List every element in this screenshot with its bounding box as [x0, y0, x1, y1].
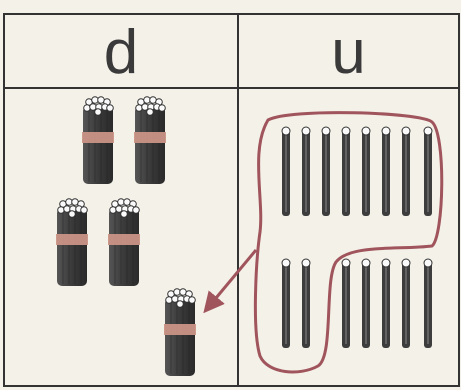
regroup-arrow [206, 250, 256, 310]
ten-stick-bundle [56, 199, 88, 286]
tens-column-header: d [4, 22, 238, 84]
unit-stick [382, 259, 390, 348]
unit-stick [362, 259, 370, 348]
unit-stick [302, 259, 310, 348]
unit-stick [402, 127, 410, 216]
unit-stick [342, 127, 350, 216]
unit-stick [282, 127, 290, 216]
ten-stick-bundle [164, 289, 196, 376]
unit-stick [402, 259, 410, 348]
ten-stick-bundle [108, 199, 140, 286]
ten-stick-bundle [134, 97, 166, 184]
unit-sticks [282, 127, 432, 348]
unit-stick [362, 127, 370, 216]
unit-stick [342, 259, 350, 348]
unit-stick [424, 127, 432, 216]
unit-stick [424, 259, 432, 348]
unit-stick [282, 259, 290, 348]
ten-stick-bundle [82, 97, 114, 184]
tens-bundles [56, 97, 196, 376]
unit-stick [382, 127, 390, 216]
unit-stick [322, 127, 330, 216]
unit-stick [302, 127, 310, 216]
units-column-header: u [238, 22, 459, 84]
